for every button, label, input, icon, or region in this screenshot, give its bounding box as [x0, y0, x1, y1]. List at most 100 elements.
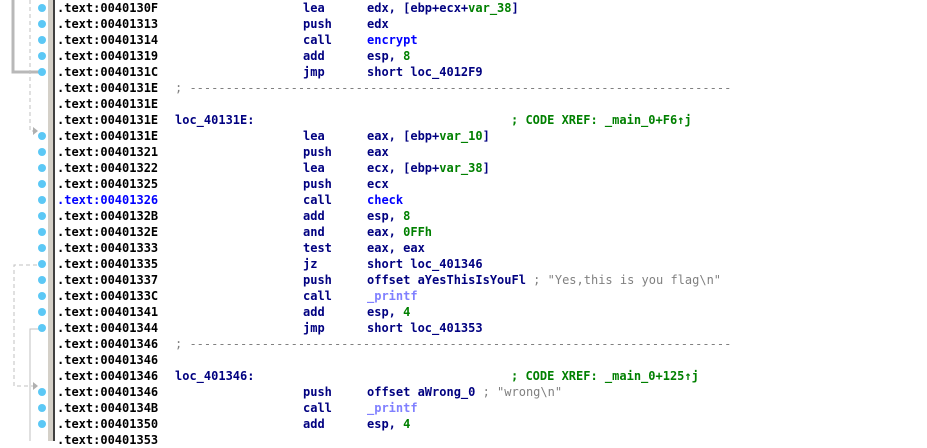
- address[interactable]: .text:0040131E: [57, 113, 159, 127]
- operands[interactable]: edx: [367, 16, 389, 32]
- breakpoint-dot-icon[interactable]: [38, 148, 46, 156]
- operand-token[interactable]: var_10: [439, 129, 483, 143]
- address[interactable]: .text:00401314: [57, 33, 159, 47]
- operands[interactable]: esp, 8: [367, 208, 410, 224]
- address[interactable]: .text:0040130F: [57, 1, 159, 15]
- operand-token: short loc_4012F9: [367, 65, 483, 79]
- operand-token: ]: [482, 161, 490, 175]
- code-label[interactable]: loc_401346:: [175, 369, 255, 383]
- breakpoint-dot-icon[interactable]: [38, 52, 46, 60]
- mnemonic: lea: [303, 129, 325, 143]
- address[interactable]: .text:00401321: [57, 145, 159, 159]
- address[interactable]: .text:00401350: [57, 417, 159, 431]
- address[interactable]: .text:0040133C: [57, 289, 159, 303]
- operands[interactable]: esp, 8: [367, 48, 410, 64]
- operands[interactable]: short loc_401353: [367, 320, 483, 336]
- mnemonic: push: [303, 17, 332, 31]
- operand-token[interactable]: var_38: [468, 1, 512, 15]
- function-ref[interactable]: encrypt: [367, 33, 418, 47]
- operands[interactable]: eax, 0FFh: [367, 224, 432, 240]
- breakpoint-dot-icon[interactable]: [38, 276, 46, 284]
- address[interactable]: .text:00401346: [57, 353, 159, 367]
- address[interactable]: .text:00401319: [57, 49, 159, 63]
- operand-token: esp,: [367, 305, 404, 319]
- breakpoint-dot-icon[interactable]: [38, 132, 46, 140]
- breakpoint-dot-icon[interactable]: [38, 260, 46, 268]
- jump-arrow-icon: [13, 264, 44, 387]
- operands[interactable]: eax, eax: [367, 240, 425, 256]
- address[interactable]: .text:0040132B: [57, 209, 159, 223]
- operands[interactable]: esp, 4: [367, 416, 410, 432]
- breakpoint-dot-icon[interactable]: [38, 20, 46, 28]
- operand-token: esp,: [367, 417, 404, 431]
- mnemonic: jmp: [303, 321, 325, 335]
- operands[interactable]: ecx, [ebp+var_38]: [367, 160, 490, 176]
- breakpoint-dot-icon[interactable]: [38, 324, 46, 332]
- xref-comment[interactable]: ; CODE XREF: _main_0+125↑j: [511, 369, 699, 383]
- operands[interactable]: eax, [ebp+var_10]: [367, 128, 490, 144]
- gutter-divider[interactable]: [48, 0, 55, 441]
- address[interactable]: .text:00401341: [57, 305, 159, 319]
- operands[interactable]: eax: [367, 144, 389, 160]
- address[interactable]: .text:00401326: [57, 193, 159, 207]
- string-comment: ; "Yes,this is you flag\n": [533, 273, 722, 287]
- breakpoint-dot-icon[interactable]: [38, 292, 46, 300]
- operands[interactable]: encrypt: [367, 32, 418, 48]
- address[interactable]: .text:00401337: [57, 273, 159, 287]
- function-ref[interactable]: check: [367, 193, 404, 207]
- operands[interactable]: check: [367, 192, 403, 208]
- operands[interactable]: offset aWrong_0 ; "wrong\n": [367, 384, 562, 400]
- function-ref[interactable]: _printf: [367, 401, 418, 415]
- operands[interactable]: ecx: [367, 176, 389, 192]
- breakpoint-dot-icon[interactable]: [38, 388, 46, 396]
- address[interactable]: .text:00401346: [57, 369, 159, 383]
- address[interactable]: .text:0040134B: [57, 401, 159, 415]
- operand-token: esp,: [367, 49, 404, 63]
- breakpoint-dot-icon[interactable]: [38, 308, 46, 316]
- operand-token: 8: [403, 209, 411, 223]
- breakpoint-dot-icon[interactable]: [38, 164, 46, 172]
- breakpoint-dot-icon[interactable]: [38, 180, 46, 188]
- function-ref[interactable]: _printf: [367, 289, 418, 303]
- operands[interactable]: esp, 4: [367, 304, 410, 320]
- breakpoint-dot-icon[interactable]: [38, 212, 46, 220]
- mnemonic: add: [303, 209, 325, 223]
- address[interactable]: .text:00401344: [57, 321, 159, 335]
- operands[interactable]: _printf: [367, 288, 418, 304]
- breakpoint-dot-icon[interactable]: [38, 420, 46, 428]
- breakpoint-dot-icon[interactable]: [38, 228, 46, 236]
- address[interactable]: .text:00401353: [57, 433, 159, 447]
- breakpoint-dot-icon[interactable]: [38, 404, 46, 412]
- breakpoint-dot-icon[interactable]: [38, 68, 46, 76]
- operand-token: ]: [511, 1, 519, 15]
- address[interactable]: .text:00401322: [57, 161, 159, 175]
- address[interactable]: .text:00401313: [57, 17, 159, 31]
- operands[interactable]: short loc_401346: [367, 256, 483, 272]
- operands[interactable]: edx, [ebp+ecx+var_38]: [367, 0, 519, 16]
- address[interactable]: .text:00401325: [57, 177, 159, 191]
- address[interactable]: .text:0040132E: [57, 225, 159, 239]
- address[interactable]: .text:00401335: [57, 257, 159, 271]
- mnemonic: lea: [303, 161, 325, 175]
- operands[interactable]: _printf: [367, 400, 418, 416]
- mnemonic: push: [303, 273, 332, 287]
- xref-comment[interactable]: ; CODE XREF: _main_0+F6↑j: [511, 113, 692, 127]
- breakpoint-dot-icon[interactable]: [38, 4, 46, 12]
- breakpoint-dot-icon[interactable]: [38, 36, 46, 44]
- address[interactable]: .text:00401333: [57, 241, 159, 255]
- breakpoint-dot-icon[interactable]: [38, 196, 46, 204]
- operand-token: ]: [482, 129, 490, 143]
- operand-token[interactable]: var_38: [439, 161, 483, 175]
- operand-token: offset aWrong_0: [367, 385, 483, 399]
- operands[interactable]: short loc_4012F9: [367, 64, 483, 80]
- operands[interactable]: offset aYesThisIsYouFl ; "Yes,this is yo…: [367, 272, 721, 288]
- address[interactable]: .text:0040131E: [57, 97, 159, 111]
- address[interactable]: .text:00401346: [57, 337, 159, 351]
- operand-token: ecx, [ebp+: [367, 161, 440, 175]
- breakpoint-dot-icon[interactable]: [38, 244, 46, 252]
- address[interactable]: .text:00401346: [57, 385, 159, 399]
- address[interactable]: .text:0040131C: [57, 65, 159, 79]
- code-label[interactable]: loc_40131E:: [175, 113, 255, 127]
- address[interactable]: .text:0040131E: [57, 129, 159, 143]
- address[interactable]: .text:0040131E: [57, 81, 159, 95]
